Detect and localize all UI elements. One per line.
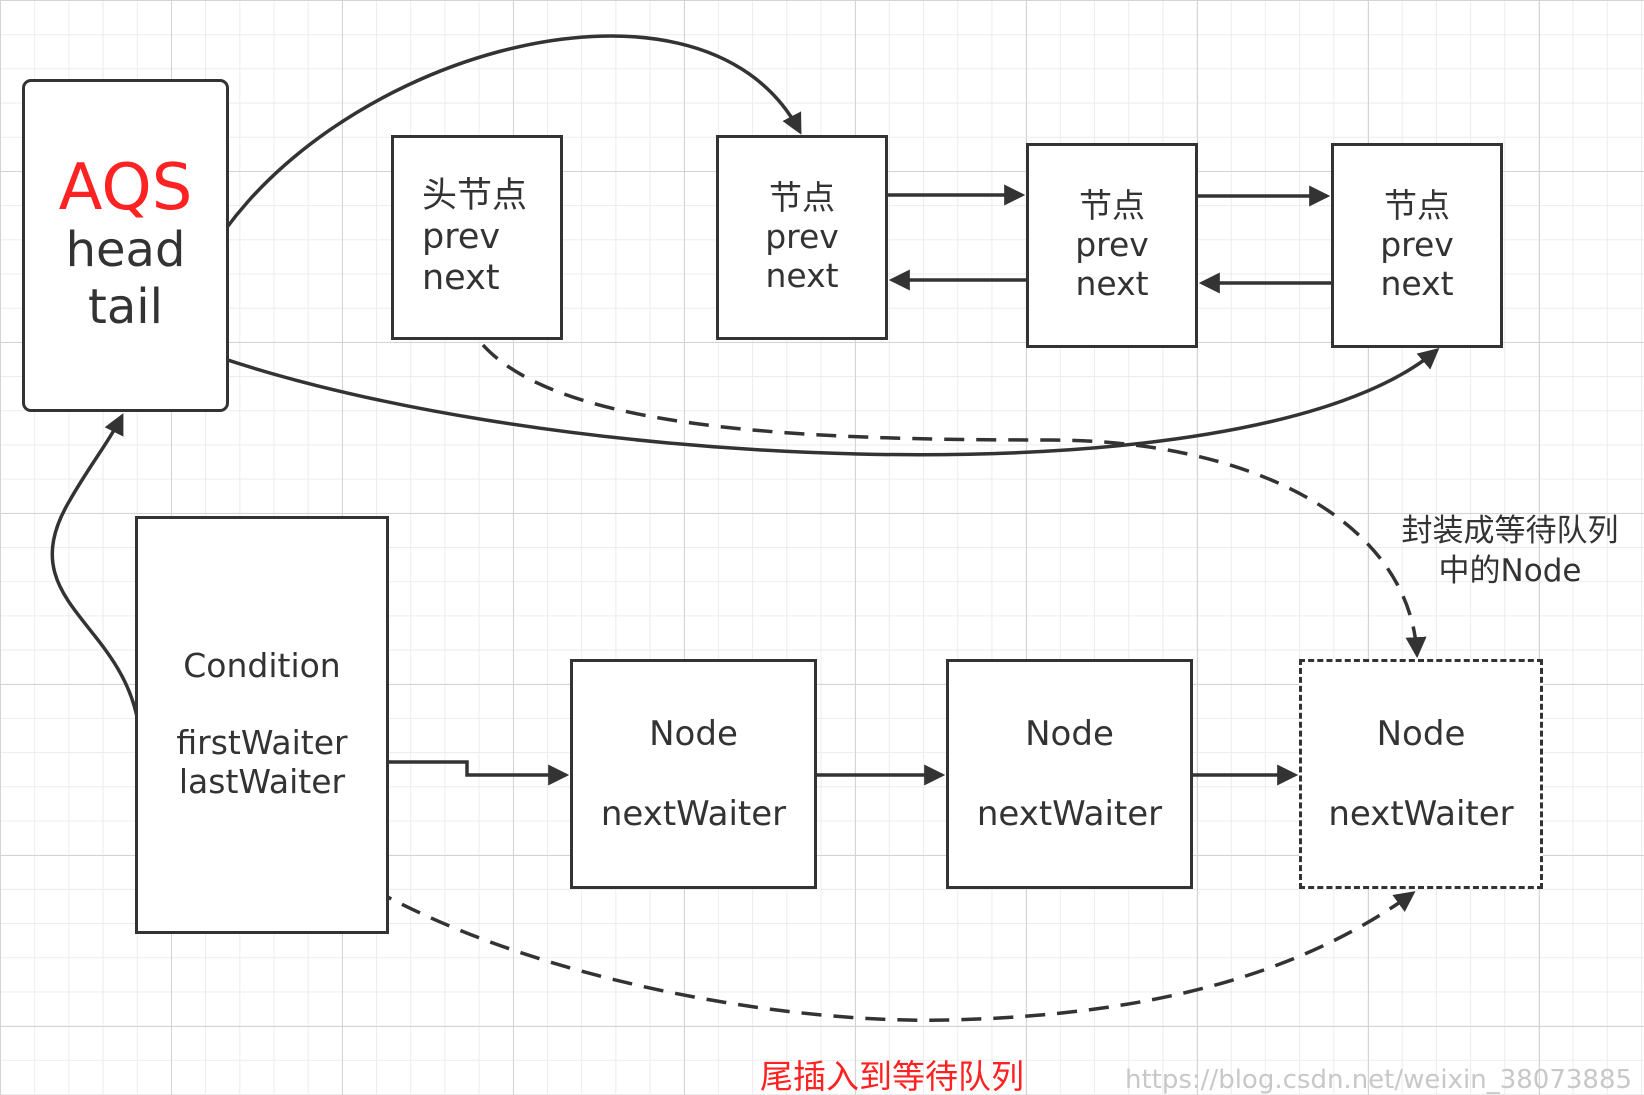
- wait-node-next-waiter-field: nextWaiter: [1328, 794, 1514, 834]
- aqs-tail-field: tail: [88, 279, 163, 336]
- edge-lastwaiter-to-waitnode-dashed: [268, 813, 1416, 1023]
- condition-title: Condition: [183, 646, 341, 685]
- wait-node-title: Node: [1025, 713, 1114, 754]
- node-prev-field: prev: [1075, 225, 1149, 265]
- node-next-field: next: [1380, 263, 1454, 303]
- wait-node-title: Node: [1376, 713, 1466, 754]
- aqs-title: AQS: [58, 151, 193, 226]
- condition-box: Condition firstWaiter lastWaiter: [135, 516, 389, 934]
- node-next-field: next: [422, 258, 500, 299]
- aqs-head-field: head: [65, 222, 186, 279]
- wait-queue-node: Node nextWaiter: [946, 659, 1193, 889]
- condition-first-waiter-field: firstWaiter: [176, 722, 348, 762]
- wrap-annotation-line1: 封装成等待队列: [1401, 513, 1619, 549]
- sync-queue-head-node: 头节点 prev next: [391, 135, 563, 340]
- wrap-annotation-line2: 中的Node: [1438, 552, 1582, 589]
- node-title: 头节点: [422, 175, 528, 216]
- wait-node-next-waiter-field: nextWaiter: [976, 794, 1163, 834]
- wait-queue-node: Node nextWaiter: [570, 659, 817, 889]
- condition-last-waiter-field: lastWaiter: [178, 761, 346, 801]
- tail-insert-annotation: 尾插入到等待队列: [760, 1057, 1024, 1095]
- node-prev-field: prev: [422, 216, 501, 257]
- node-prev-field: prev: [1380, 225, 1454, 265]
- sync-queue-node: 节点 prev next: [716, 135, 888, 340]
- edge-headnode-to-waitnode-dashed: [481, 343, 1427, 659]
- aqs-box: AQS head tail: [22, 79, 229, 412]
- node-title: 节点: [1384, 186, 1450, 226]
- node-title: 节点: [1079, 186, 1145, 226]
- node-next-field: next: [765, 255, 839, 295]
- node-prev-field: prev: [765, 217, 839, 257]
- wrap-as-node-annotation: 封装成等待队列 中的Node: [1390, 512, 1630, 591]
- sync-queue-node: 节点 prev next: [1331, 143, 1503, 348]
- edge-aqs-tail-to-last-node: [177, 340, 1440, 457]
- node-next-field: next: [1075, 263, 1149, 303]
- sync-queue-node: 节点 prev next: [1026, 143, 1198, 348]
- edge-condition-to-aqs: [50, 413, 140, 723]
- watermark-url: https://blog.csdn.net/weixin_38073885: [1125, 1065, 1633, 1095]
- wait-node-next-waiter-field: nextWaiter: [600, 794, 787, 834]
- edge-aqs-head-to-node: [193, 34, 802, 281]
- wait-node-title: Node: [649, 713, 738, 754]
- edge-firstwaiter-to-node: [363, 760, 570, 786]
- wait-queue-new-node: Node nextWaiter: [1299, 659, 1543, 889]
- node-title: 节点: [769, 178, 835, 218]
